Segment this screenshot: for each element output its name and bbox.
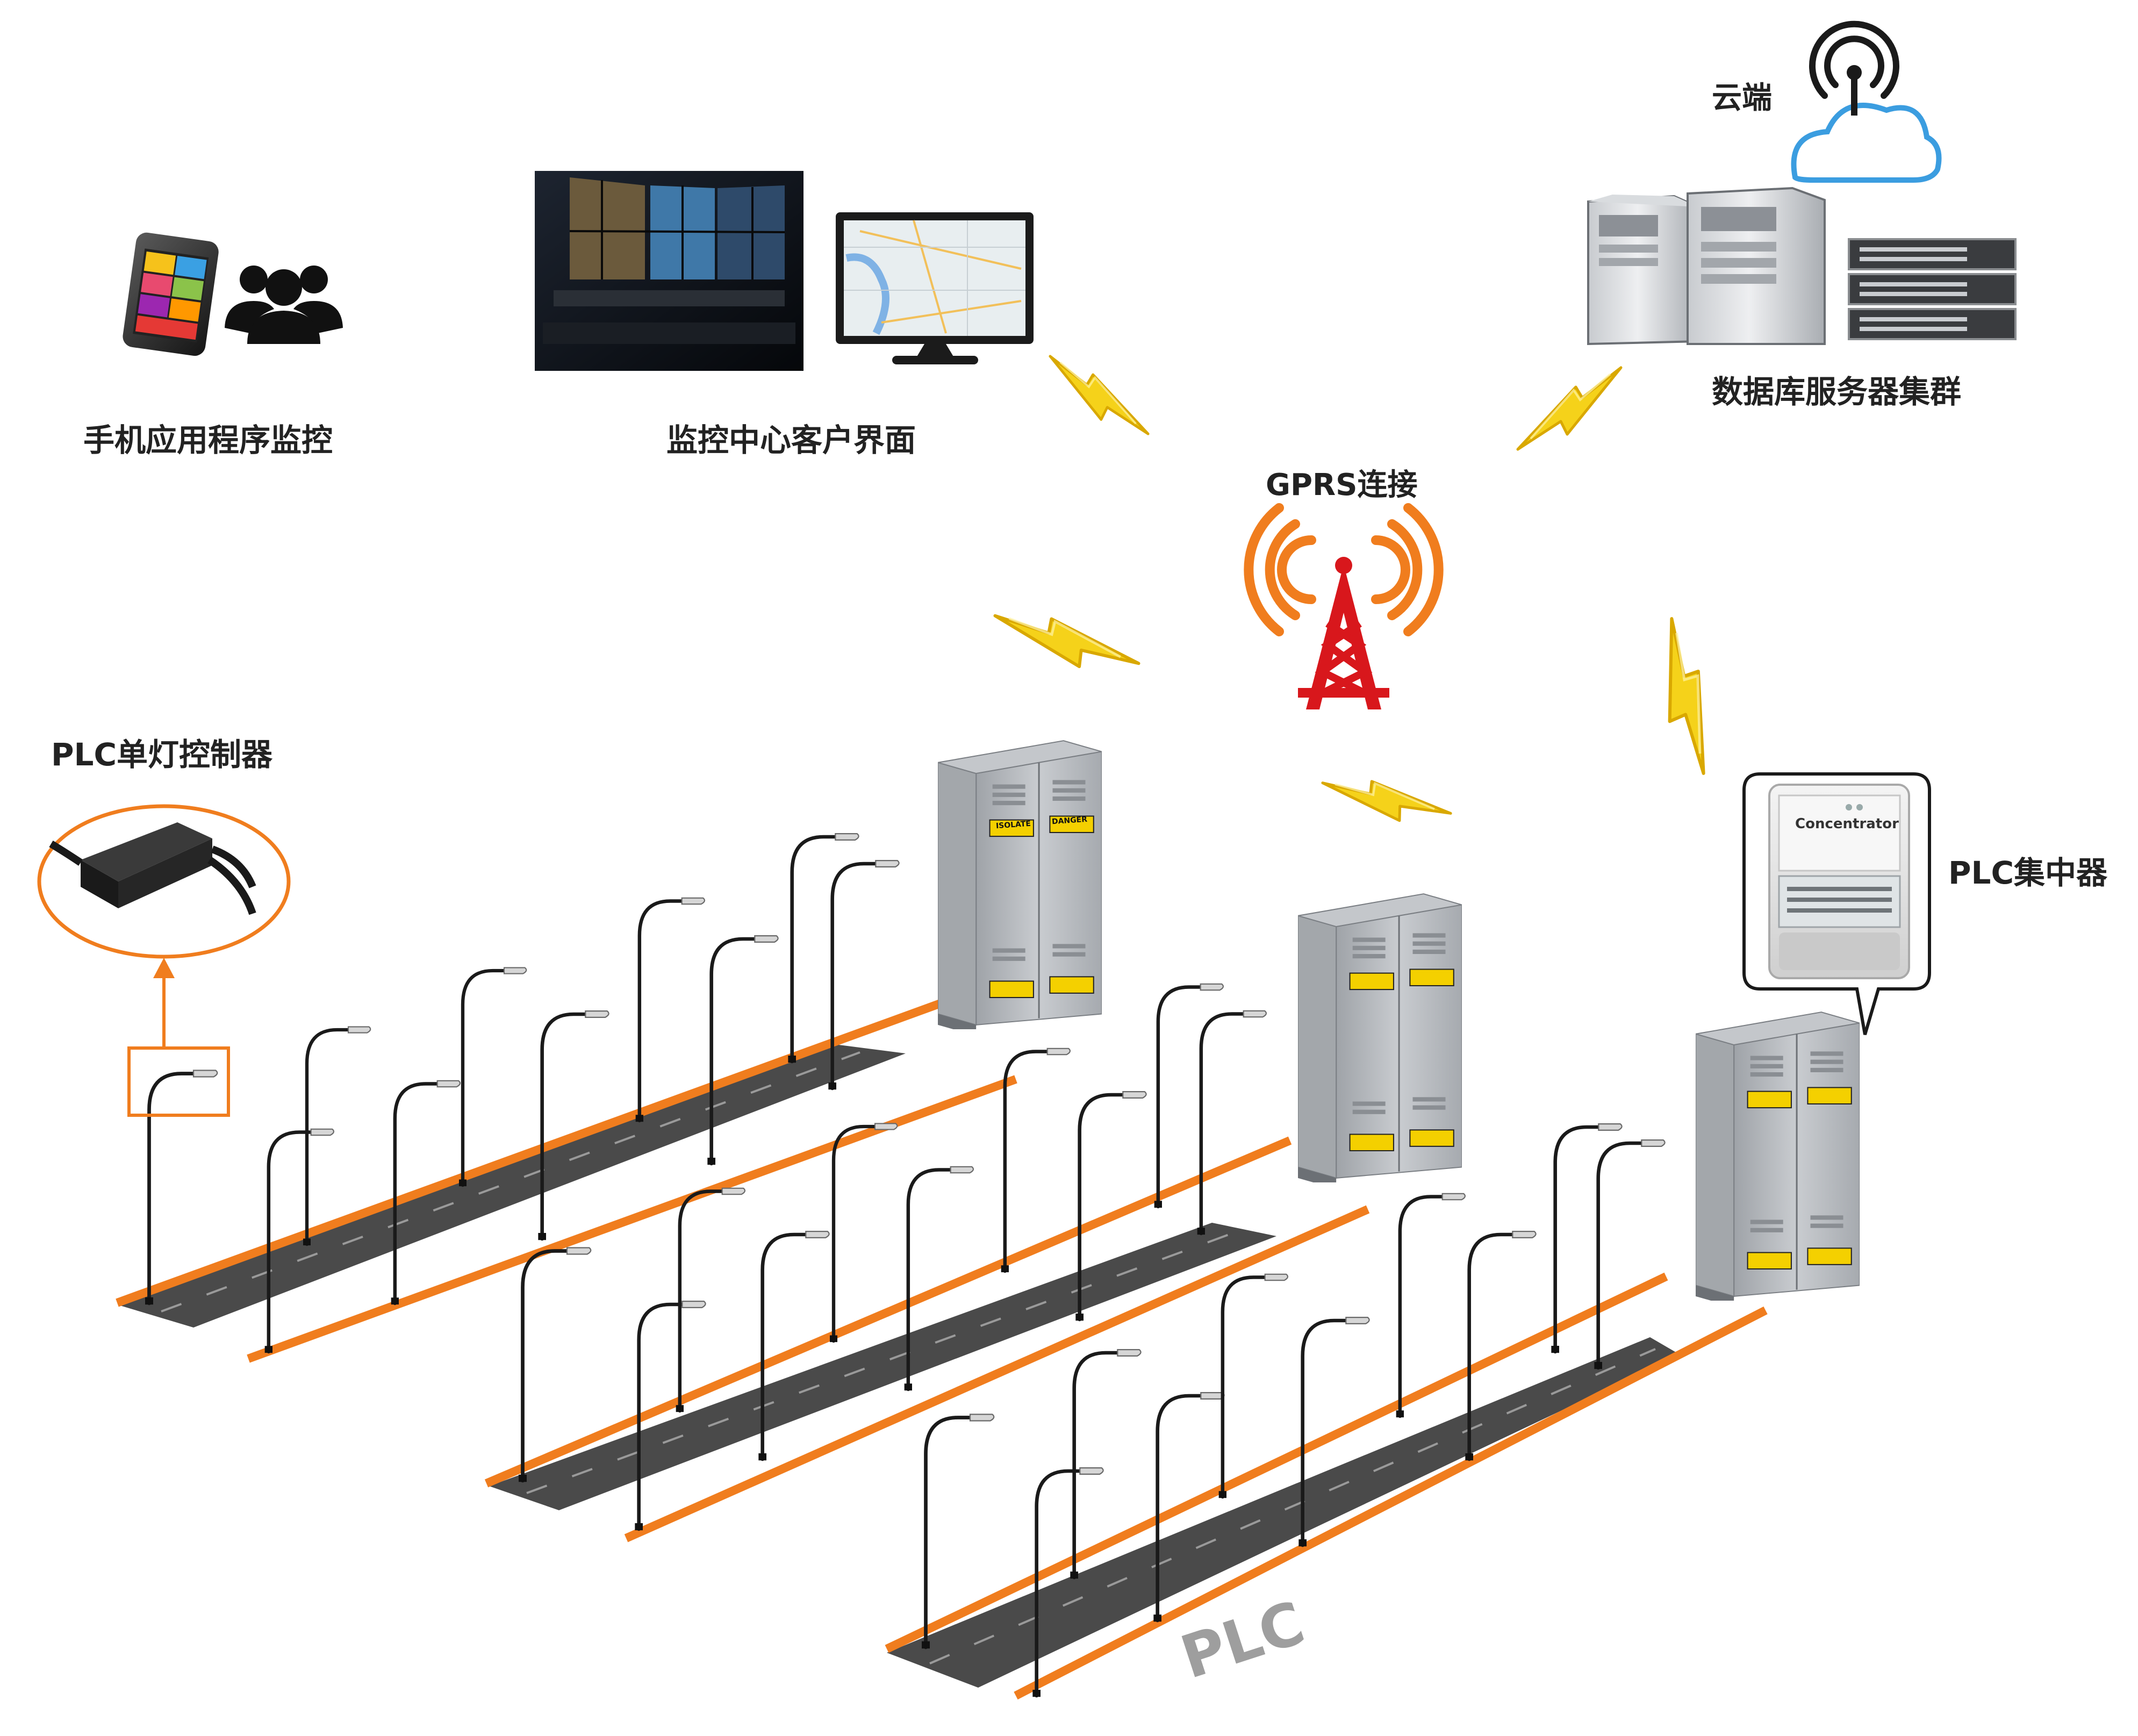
cloud-antenna-icon	[1791, 20, 1942, 183]
road-edge-orange	[624, 1205, 1370, 1543]
road-edge-orange	[885, 1272, 1668, 1653]
lightning-bolt-icon	[1609, 619, 1767, 773]
users-group-icon	[225, 266, 343, 344]
road-strip	[118, 1044, 906, 1328]
video-wall-image	[535, 171, 803, 371]
lightning-bolt-icon	[995, 575, 1138, 704]
label-db-cluster: 数据库服务器集群	[1712, 374, 1962, 410]
road-group-1	[116, 987, 1017, 1363]
label-mobile-app: 手机应用程序监控	[83, 422, 333, 458]
label-control-center: 监控中心客户界面	[666, 422, 916, 458]
plc-concentrator-callout	[1742, 772, 1931, 1035]
road-center-line	[526, 1231, 1237, 1494]
lightning-bolt-icon	[1518, 368, 1621, 449]
smartphone-icon	[123, 232, 219, 356]
distribution-cabinet	[1696, 1011, 1860, 1301]
street-light-pole	[1197, 1011, 1266, 1235]
road-group-3	[885, 1272, 1768, 1700]
concentrator-model-text: Concentrator	[1795, 816, 1899, 832]
lightning-bolt-icon	[1050, 356, 1148, 434]
road-edge-orange	[484, 1136, 1292, 1488]
label-cloud: 云端	[1712, 81, 1772, 116]
plc-concentrator-device	[1768, 784, 1910, 979]
server-cluster-icon	[1587, 186, 2017, 346]
street-light-pole	[707, 936, 778, 1165]
distribution-cabinet	[938, 740, 1102, 1029]
road-edge-orange	[116, 987, 974, 1307]
lightning-bolt-icon	[1323, 740, 1451, 857]
street-light-pole	[1396, 1194, 1465, 1417]
road-center-line	[929, 1348, 1656, 1665]
monitor-map-icon	[836, 212, 1034, 364]
label-gprs: GPRS连接	[1266, 468, 1418, 503]
plc-controller-callout	[37, 804, 291, 1117]
street-light-pole	[1594, 1140, 1665, 1369]
plc-controller-device	[49, 822, 256, 915]
street-light-pole	[636, 898, 705, 1122]
label-single-lamp-controller: PLC单灯控制器	[51, 736, 273, 773]
distribution-cabinet	[1298, 893, 1462, 1182]
label-concentrator: PLC集中器	[1948, 855, 2108, 891]
road-edge-orange	[1014, 1306, 1768, 1700]
plc-controller-highlight-box	[127, 1046, 230, 1117]
radio-tower-icon	[1244, 503, 1444, 709]
